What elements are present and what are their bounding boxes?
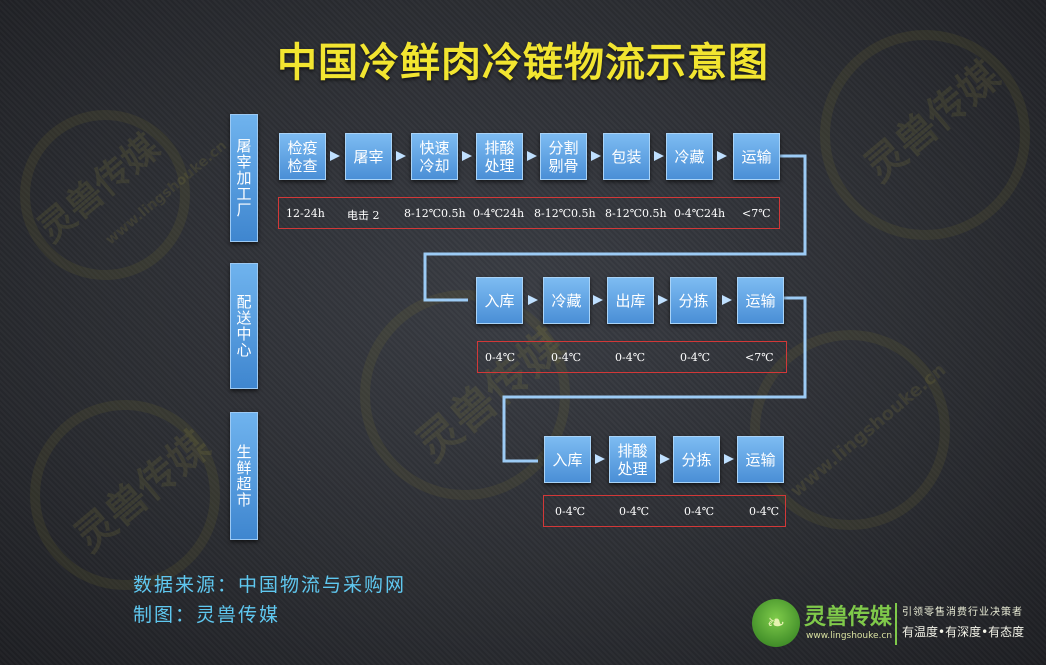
arrow-icon <box>528 295 538 305</box>
step-sorting: 分拣 <box>670 277 717 324</box>
step-inspection: 检疫 检查 <box>279 133 326 180</box>
logo-url: www.lingshouke.cn <box>806 631 893 641</box>
step-warehouse-out: 出库 <box>607 277 654 324</box>
data-source: 数据来源：中国物流与采购网 <box>133 574 407 596</box>
value-label: 0-4℃24h <box>674 207 726 220</box>
arrow-icon <box>717 151 727 161</box>
arrow-icon <box>722 295 732 305</box>
value-label: <7℃ <box>742 207 771 220</box>
logo-slogan: 引领零售消费行业决策者 <box>902 607 1023 618</box>
arrow-icon <box>527 151 537 161</box>
step-cutting-deboning: 分割 剔骨 <box>540 133 587 180</box>
logo-divider <box>895 603 897 645</box>
arrow-icon <box>654 151 664 161</box>
value-label: 0-4℃ <box>619 505 650 518</box>
value-label: 0-4℃24h <box>473 207 525 220</box>
step-acid-discharge: 排酸 处理 <box>476 133 523 180</box>
arrow-icon <box>591 151 601 161</box>
arrow-icon <box>330 151 340 161</box>
value-label: 0-4℃ <box>485 351 516 364</box>
step-cold-storage: 冷藏 <box>543 277 590 324</box>
step-cold-storage: 冷藏 <box>666 133 713 180</box>
step-slaughter: 屠宰 <box>345 133 392 180</box>
arrow-icon <box>396 151 406 161</box>
watermark-ring <box>20 110 190 280</box>
value-label: 0-4℃ <box>680 351 711 364</box>
arrow-icon <box>660 454 670 464</box>
step-packaging: 包装 <box>603 133 650 180</box>
logo-name: 灵兽传媒 <box>804 605 893 630</box>
chart-maker: 制图：灵兽传媒 <box>133 604 281 626</box>
brand-logo: ❧ 灵兽传媒 www.lingshouke.cn 引领零售消费行业决策者 有温度… <box>752 597 1032 653</box>
step-transport: 运输 <box>733 133 780 180</box>
value-label: 8-12℃0.5h <box>605 207 667 220</box>
value-label: 8-12℃0.5h <box>534 207 596 220</box>
step-transport: 运输 <box>737 436 784 483</box>
watermark-ring <box>820 30 1030 240</box>
value-label: 0-4℃ <box>615 351 646 364</box>
watermark-ring <box>750 330 950 530</box>
arrow-icon <box>595 454 605 464</box>
logo-tagline: 有温度•有深度•有态度 <box>902 625 1025 639</box>
step-sorting: 分拣 <box>673 436 720 483</box>
arrow-icon <box>593 295 603 305</box>
arrow-icon <box>658 295 668 305</box>
watermark-ring <box>360 290 570 500</box>
stage-label-distribution: 配送中心 <box>230 263 258 389</box>
step-transport: 运输 <box>737 277 784 324</box>
value-label: 0-4℃ <box>749 505 780 518</box>
value-label: <7℃ <box>745 351 774 364</box>
value-label: 0-4℃ <box>551 351 582 364</box>
value-strip-factory <box>278 197 780 229</box>
watermark-ring <box>30 400 220 590</box>
arrow-icon <box>724 454 734 464</box>
deer-icon: ❧ <box>752 599 800 647</box>
value-label: 0-4℃ <box>684 505 715 518</box>
page-title: 中国冷鲜肉冷链物流示意图 <box>277 40 769 86</box>
value-label: 0-4℃ <box>555 505 586 518</box>
value-label: 8-12℃0.5h <box>404 207 466 220</box>
value-strip-supermarket <box>543 495 786 527</box>
stage-label-supermarket: 生鲜超市 <box>230 412 258 540</box>
step-warehouse-in: 入库 <box>544 436 591 483</box>
arrow-icon <box>462 151 472 161</box>
step-quick-cooling: 快速 冷却 <box>411 133 458 180</box>
stage-label-factory: 屠宰加工厂 <box>230 114 258 242</box>
step-acid-discharge: 排酸 处理 <box>609 436 656 483</box>
value-label: 12-24h <box>286 207 325 220</box>
value-strip-distribution <box>477 341 787 373</box>
value-label: 电击 2 <box>347 209 380 222</box>
step-warehouse-in: 入库 <box>476 277 523 324</box>
